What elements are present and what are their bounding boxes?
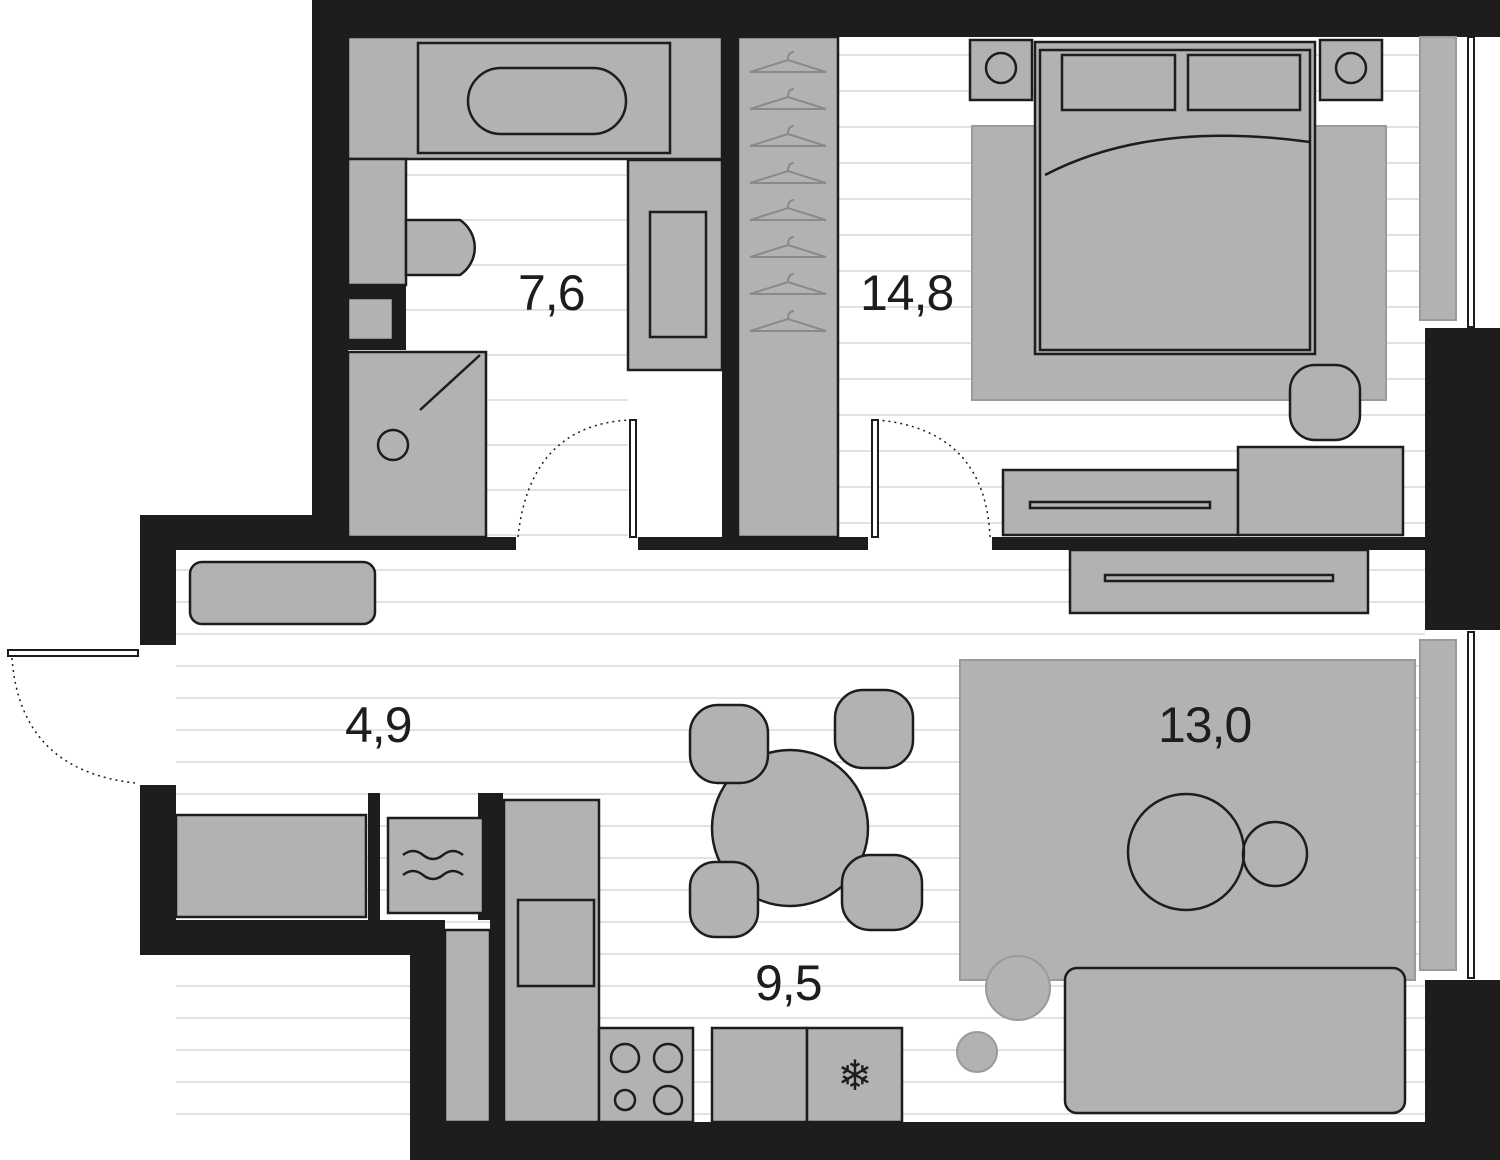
dining-chair — [833, 688, 915, 770]
stove — [597, 1026, 695, 1124]
chair — [1288, 363, 1362, 442]
fridge — [805, 1026, 904, 1124]
shoe-rack — [174, 813, 368, 919]
dishwasher — [710, 1026, 809, 1124]
area-labels: 7,6 14,8 4,9 13,0 9,5 — [345, 265, 1252, 1011]
bathroom-fixtures — [346, 35, 724, 539]
dining-chair — [688, 703, 770, 785]
bedroom-door[interactable] — [871, 419, 879, 538]
bathroom-door[interactable] — [629, 419, 637, 538]
doors — [11, 409, 991, 784]
area-label-bedroom: 14,8 — [860, 265, 953, 321]
entrance-door[interactable] — [7, 649, 139, 657]
kitchen-sink — [516, 898, 596, 988]
dining-chair — [840, 853, 924, 932]
nightstand — [968, 38, 1034, 102]
toilet-icon — [404, 218, 477, 277]
sofa — [1063, 966, 1407, 1115]
bench — [188, 560, 377, 626]
windows — [7, 36, 1475, 979]
wardrobe — [736, 35, 840, 539]
snowflake-icon: ❄ — [837, 1054, 872, 1100]
dining-table — [710, 748, 870, 908]
area-label-bathroom: 7,6 — [518, 265, 585, 321]
walls — [140, 0, 1500, 1160]
plant-icon — [346, 157, 408, 287]
bedroom-furniture — [968, 38, 1405, 537]
floor-lamp — [985, 955, 1051, 1021]
dining-chair — [688, 860, 760, 939]
area-label-hallway: 4,9 — [345, 697, 412, 753]
tv-stand — [1236, 445, 1405, 537]
rug — [959, 659, 1416, 981]
washing-machine — [386, 816, 485, 915]
area-label-kitchen: 9,5 — [755, 955, 822, 1011]
sink — [626, 158, 724, 372]
nightstand — [1318, 38, 1384, 102]
hallway-furniture — [174, 548, 1370, 919]
kitchen-furniture: ❄ — [443, 688, 924, 1124]
living-furniture — [956, 659, 1416, 1115]
shower — [346, 350, 488, 539]
area-label-living-room: 13,0 — [1158, 697, 1251, 753]
